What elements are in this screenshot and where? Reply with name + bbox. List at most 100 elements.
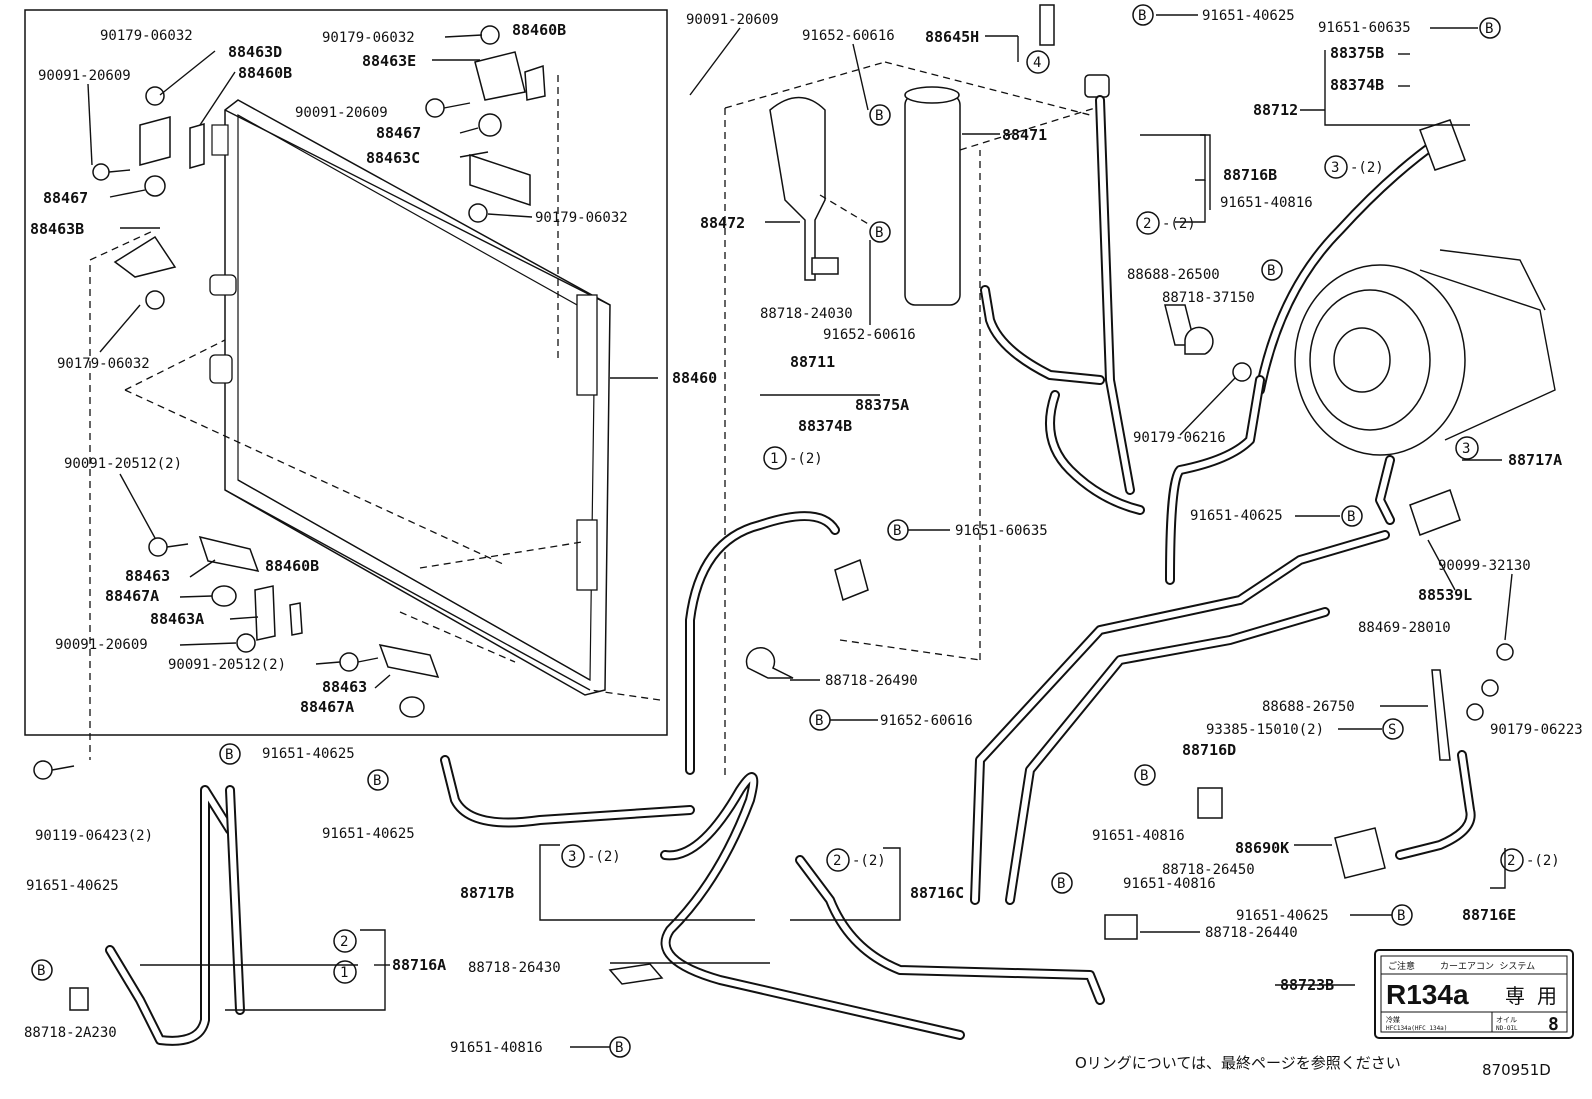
label-88374b-top: 88374B bbox=[1330, 76, 1384, 94]
label-88467-top: 88467 bbox=[376, 124, 421, 142]
num-marker-3: 3-(2) bbox=[1324, 155, 1384, 179]
label-88718-24030: 88718-24030 bbox=[760, 306, 853, 322]
hose-88712-fitting bbox=[1419, 119, 1466, 171]
nut-06216-shape bbox=[1232, 362, 1252, 382]
b-marker: B bbox=[887, 519, 909, 541]
label-90091-20512-b: 90091-20512(2) bbox=[168, 657, 286, 673]
svg-text:-(2): -(2) bbox=[1526, 853, 1560, 869]
label-88374b-mid: 88374B bbox=[798, 417, 852, 435]
bolt-shape-b bbox=[425, 98, 445, 118]
label-88375a: 88375A bbox=[855, 396, 909, 414]
num-marker-3: 3 -(2) bbox=[561, 844, 621, 868]
bracket-88463-lower1-shape bbox=[198, 535, 260, 572]
svg-text:B: B bbox=[1485, 21, 1493, 37]
label-91651-40625-r: 91651-40625 bbox=[1236, 908, 1329, 924]
label-90179-06032-c: 90179-06032 bbox=[322, 30, 415, 46]
clamp-26430-shape bbox=[608, 963, 664, 985]
label-91652-60616-a: 91652-60616 bbox=[802, 28, 895, 44]
num-marker-2: 2-(2) bbox=[826, 848, 886, 872]
refrig-suffix: 専 用 bbox=[1505, 984, 1557, 1008]
svg-text:B: B bbox=[1057, 876, 1065, 892]
svg-text:B: B bbox=[225, 747, 233, 763]
label-90119-06423: 90119-06423(2) bbox=[35, 828, 153, 844]
refrig-oil-sub: ND-OIL bbox=[1496, 1025, 1518, 1032]
label-91651-40625-far: 91651-40625 bbox=[26, 878, 119, 894]
markers: B B B B B B B B B B B B B B B S 4 3-(2) … bbox=[31, 4, 1560, 1058]
label-90091-20609-a: 90091-20609 bbox=[38, 68, 131, 84]
label-88688-26750: 88688-26750 bbox=[1262, 699, 1355, 715]
hose-88711-fitting bbox=[834, 558, 869, 602]
bracket-88463a-shape bbox=[254, 585, 276, 641]
b-marker: B bbox=[1132, 4, 1154, 26]
svg-text:-(2): -(2) bbox=[587, 849, 621, 865]
part-28010-shape bbox=[1481, 679, 1499, 697]
bolt-06423-shape bbox=[33, 760, 53, 780]
label-91651-40816-c: 91651-40816 bbox=[1123, 876, 1216, 892]
label-88463d: 88463D bbox=[228, 43, 282, 61]
svg-text:B: B bbox=[893, 523, 901, 539]
clip-88539l-shape bbox=[1409, 489, 1461, 536]
label-88718-26450: 88718-26450 bbox=[1162, 862, 1255, 878]
svg-text:3: 3 bbox=[568, 849, 576, 865]
label-91651-40816-d: 91651-40816 bbox=[450, 1040, 543, 1056]
s-marker: S bbox=[1382, 718, 1404, 740]
cushion-shape-a bbox=[144, 175, 166, 197]
switch-88645h bbox=[1039, 4, 1055, 46]
svg-text:-(2): -(2) bbox=[1350, 160, 1384, 176]
svg-text:B: B bbox=[615, 1040, 623, 1056]
nut-shape-c bbox=[480, 25, 500, 45]
block-88690k-shape bbox=[1334, 827, 1386, 879]
compressor bbox=[1294, 249, 1556, 456]
b-marker: B bbox=[1051, 872, 1073, 894]
bolt-shape-a bbox=[92, 163, 110, 181]
num-marker-4: 4 bbox=[1026, 50, 1050, 74]
label-88645h: 88645H bbox=[925, 28, 979, 46]
refrig-heading-left: ご注意 bbox=[1388, 960, 1415, 972]
svg-text:2: 2 bbox=[1507, 853, 1515, 869]
bolt-shape-e bbox=[339, 652, 359, 672]
label-88467a-1: 88467A bbox=[105, 587, 159, 605]
svg-text:B: B bbox=[37, 963, 45, 979]
label-90091-20609-b: 90091-20609 bbox=[295, 105, 388, 121]
label-88718-26440: 88718-26440 bbox=[1205, 925, 1298, 941]
nut-shape-d bbox=[468, 203, 488, 223]
b-marker: B bbox=[219, 743, 241, 765]
label-88718-26430: 88718-26430 bbox=[468, 960, 561, 976]
bracket-88460b-top bbox=[524, 64, 546, 101]
num-marker-3: 3 bbox=[1455, 436, 1479, 460]
bolt-shape-c bbox=[148, 537, 168, 557]
num-marker-2: 2 -(2) bbox=[1136, 211, 1196, 235]
dryer-body bbox=[904, 94, 961, 306]
b-marker: B bbox=[809, 709, 831, 731]
label-88718-37150: 88718-37150 bbox=[1162, 290, 1255, 306]
svg-text:-(2): -(2) bbox=[789, 451, 823, 467]
svg-text:2: 2 bbox=[1143, 216, 1151, 232]
label-91651-40816-b: 91651-40816 bbox=[1092, 828, 1185, 844]
label-91651-40625-mid: 91651-40625 bbox=[1190, 508, 1283, 524]
label-91651-60635-mid: 91651-60635 bbox=[955, 523, 1048, 539]
condenser-group-frame bbox=[24, 9, 668, 736]
bracket-88463c-shape bbox=[469, 153, 531, 207]
svg-text:4: 4 bbox=[1033, 55, 1041, 71]
svg-text:-(2): -(2) bbox=[1162, 216, 1196, 232]
label-90091-20512-a: 90091-20512(2) bbox=[64, 456, 182, 472]
b-marker: B bbox=[1261, 259, 1283, 281]
label-90099-32130: 90099-32130 bbox=[1438, 558, 1531, 574]
label-90179-06032-a: 90179-06032 bbox=[100, 28, 193, 44]
num-marker-2: 2 -(2) bbox=[1500, 848, 1560, 872]
label-88463-lower1: 88463 bbox=[125, 567, 170, 585]
b-marker: B bbox=[1479, 17, 1501, 39]
b-marker: B bbox=[1341, 505, 1363, 527]
labels: 90179-06032 88463D 88460B 90091-20609 88… bbox=[24, 8, 1583, 1056]
svg-text:3: 3 bbox=[1462, 441, 1470, 457]
label-88467-left: 88467 bbox=[43, 189, 88, 207]
dryer-bracket bbox=[769, 96, 826, 281]
label-88472: 88472 bbox=[700, 214, 745, 232]
label-91651-40625-top: 91651-40625 bbox=[1202, 8, 1295, 24]
b-marker: B bbox=[869, 104, 891, 126]
switch-fitting bbox=[1084, 74, 1110, 98]
label-88688-26500: 88688-26500 bbox=[1127, 267, 1220, 283]
svg-text:B: B bbox=[1138, 8, 1146, 24]
refrig-oil-value: 8 bbox=[1548, 1014, 1559, 1035]
label-88716e: 88716E bbox=[1462, 906, 1516, 924]
